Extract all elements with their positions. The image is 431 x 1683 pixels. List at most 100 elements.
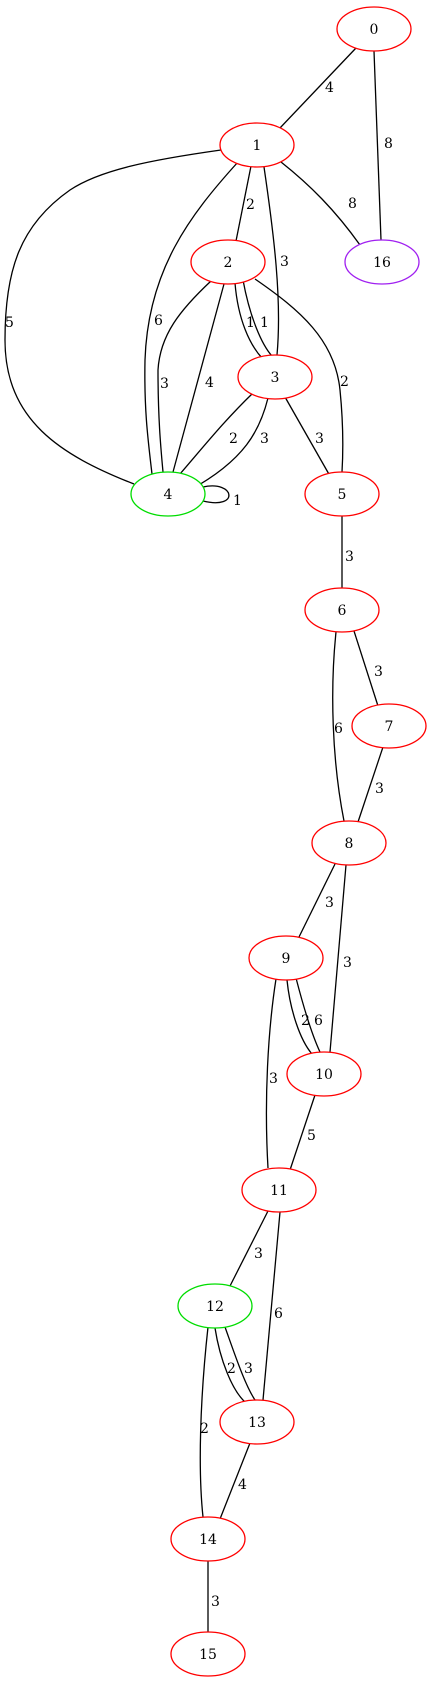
edge-weight-label: 2	[340, 374, 349, 390]
edge-line	[353, 630, 379, 707]
edge-12-13: 2	[214, 1327, 246, 1403]
edge-line	[295, 977, 321, 1053]
edge-6-8: 6	[332, 631, 345, 822]
edge-line	[157, 280, 212, 473]
node-ellipse	[219, 1399, 295, 1445]
edge-weight-label: 3	[375, 781, 384, 797]
node-ellipse	[351, 703, 427, 749]
edge-line	[235, 165, 252, 242]
node-ellipse	[241, 1167, 317, 1213]
edge-weight-label: 3	[374, 664, 383, 680]
edge-3-5: 3	[284, 396, 331, 477]
node-label: 0	[370, 22, 379, 38]
edge-1-4: 6	[144, 161, 239, 475]
node-1: 1	[219, 122, 295, 168]
node-ellipse	[237, 354, 313, 400]
edge-weight-label: 6	[154, 313, 163, 329]
edge-line	[286, 979, 313, 1055]
edge-line	[280, 161, 361, 246]
node-2: 2	[190, 239, 266, 285]
edge-0-1: 4	[279, 47, 357, 129]
edge-2-5: 2	[254, 278, 349, 473]
edge-weight-label: 3	[211, 1594, 220, 1610]
node-11: 11	[241, 1167, 317, 1213]
edge-weight-label: 3	[160, 376, 169, 392]
node-ellipse	[304, 471, 380, 517]
edge-12-14: 2	[199, 1326, 209, 1518]
node-label: 13	[248, 1415, 266, 1431]
edge-line	[265, 978, 277, 1169]
node-14: 14	[170, 1516, 246, 1562]
edge-line	[229, 1210, 269, 1287]
node-label: 7	[385, 719, 394, 735]
edge-8-9: 3	[298, 863, 336, 938]
edge-line	[189, 397, 269, 491]
edge-14-15: 3	[207, 1561, 220, 1632]
node-16: 16	[344, 239, 420, 285]
edge-weight-label: 3	[269, 1071, 278, 1087]
edge-weight-label: 1	[233, 493, 242, 509]
edge-11-13: 6	[262, 1211, 283, 1401]
node-3: 3	[237, 354, 313, 400]
edge-12-13: 3	[224, 1326, 256, 1401]
edge-6-7: 3	[353, 630, 383, 707]
node-13: 13	[219, 1399, 295, 1445]
edge-0-16: 8	[373, 50, 393, 241]
node-label: 12	[206, 1299, 224, 1315]
edge-line	[332, 631, 345, 822]
edge-2-4: 4	[172, 283, 225, 473]
edge-3-4: 3	[189, 397, 269, 491]
edge-line	[219, 1442, 251, 1520]
edge-1-2: 2	[235, 165, 255, 242]
edge-2-3: 1	[234, 282, 263, 359]
edge-weight-label: 1	[246, 315, 255, 331]
edge-1-16: 8	[280, 161, 361, 246]
node-15: 15	[170, 1631, 246, 1677]
edge-weight-label: 4	[325, 80, 334, 96]
edge-9-11: 3	[265, 978, 278, 1169]
node-label: 11	[270, 1183, 288, 1199]
node-label: 5	[338, 487, 347, 503]
edge-weight-label: 2	[246, 197, 255, 213]
edge-line	[224, 1326, 256, 1401]
node-10: 10	[286, 1051, 362, 1097]
edge-5-6: 3	[341, 516, 354, 588]
edge-weight-label: 6	[334, 721, 343, 737]
node-ellipse	[286, 1051, 362, 1097]
edge-10-11: 5	[289, 1094, 316, 1171]
edge-line	[144, 161, 239, 475]
node-label: 14	[199, 1532, 217, 1548]
node-ellipse	[130, 471, 206, 517]
edge-line	[4, 149, 222, 485]
node-label: 16	[373, 255, 391, 271]
edge-line	[298, 863, 336, 938]
edge-weight-label: 8	[348, 196, 357, 212]
edge-weight-label: 3	[244, 1361, 253, 1377]
edge-line	[242, 279, 273, 357]
node-label: 3	[271, 370, 280, 386]
node-label: 6	[338, 603, 347, 619]
node-5: 5	[304, 471, 380, 517]
edge-7-8: 3	[357, 746, 384, 823]
edge-1-3: 3	[263, 166, 289, 356]
edge-weight-label: 3	[254, 1246, 263, 1262]
node-ellipse	[219, 122, 295, 168]
node-ellipse	[170, 1516, 246, 1562]
edge-9-10: 2	[286, 979, 313, 1055]
node-7: 7	[351, 703, 427, 749]
edge-line	[179, 392, 254, 475]
node-9: 9	[248, 935, 324, 981]
node-ellipse	[177, 1283, 253, 1329]
node-label: 10	[315, 1067, 333, 1083]
node-6: 6	[304, 587, 380, 633]
edge-line	[199, 1326, 209, 1518]
edge-line	[289, 1094, 316, 1171]
node-label: 15	[199, 1647, 217, 1663]
edge-line	[254, 278, 344, 473]
edge-weight-label: 2	[229, 431, 238, 447]
edge-weight-label: 3	[345, 549, 354, 565]
edge-line	[262, 1211, 281, 1401]
node-12: 12	[177, 1283, 253, 1329]
edge-weight-label: 6	[314, 1013, 323, 1029]
